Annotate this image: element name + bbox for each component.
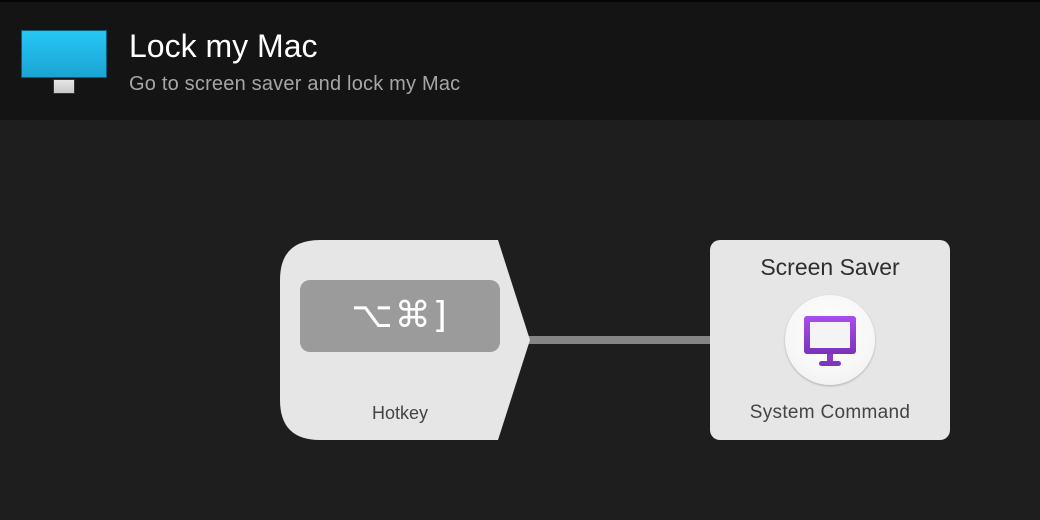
workflow-subtitle: Go to screen saver and lock my Mac (129, 73, 461, 95)
system-command-node[interactable]: Screen Saver System Command (710, 240, 950, 440)
window-top-edge (0, 0, 1040, 2)
hotkey-trigger-node[interactable]: ⌥⌘] Hotkey (280, 240, 532, 440)
monitor-screen (21, 30, 107, 78)
hotkey-shortcut[interactable]: ⌥⌘] (300, 280, 500, 352)
monitor-stand (53, 79, 75, 94)
hotkey-node-label: Hotkey (371, 403, 429, 423)
workflow-header: Lock my Mac Go to screen saver and lock … (0, 2, 1040, 120)
workflow-title: Lock my Mac (129, 28, 318, 64)
connection-line[interactable] (528, 336, 712, 344)
display-icon (785, 295, 875, 385)
action-node-label: System Command (749, 402, 911, 423)
monitor-icon (21, 30, 107, 96)
action-node-title: Screen Saver (760, 254, 900, 280)
